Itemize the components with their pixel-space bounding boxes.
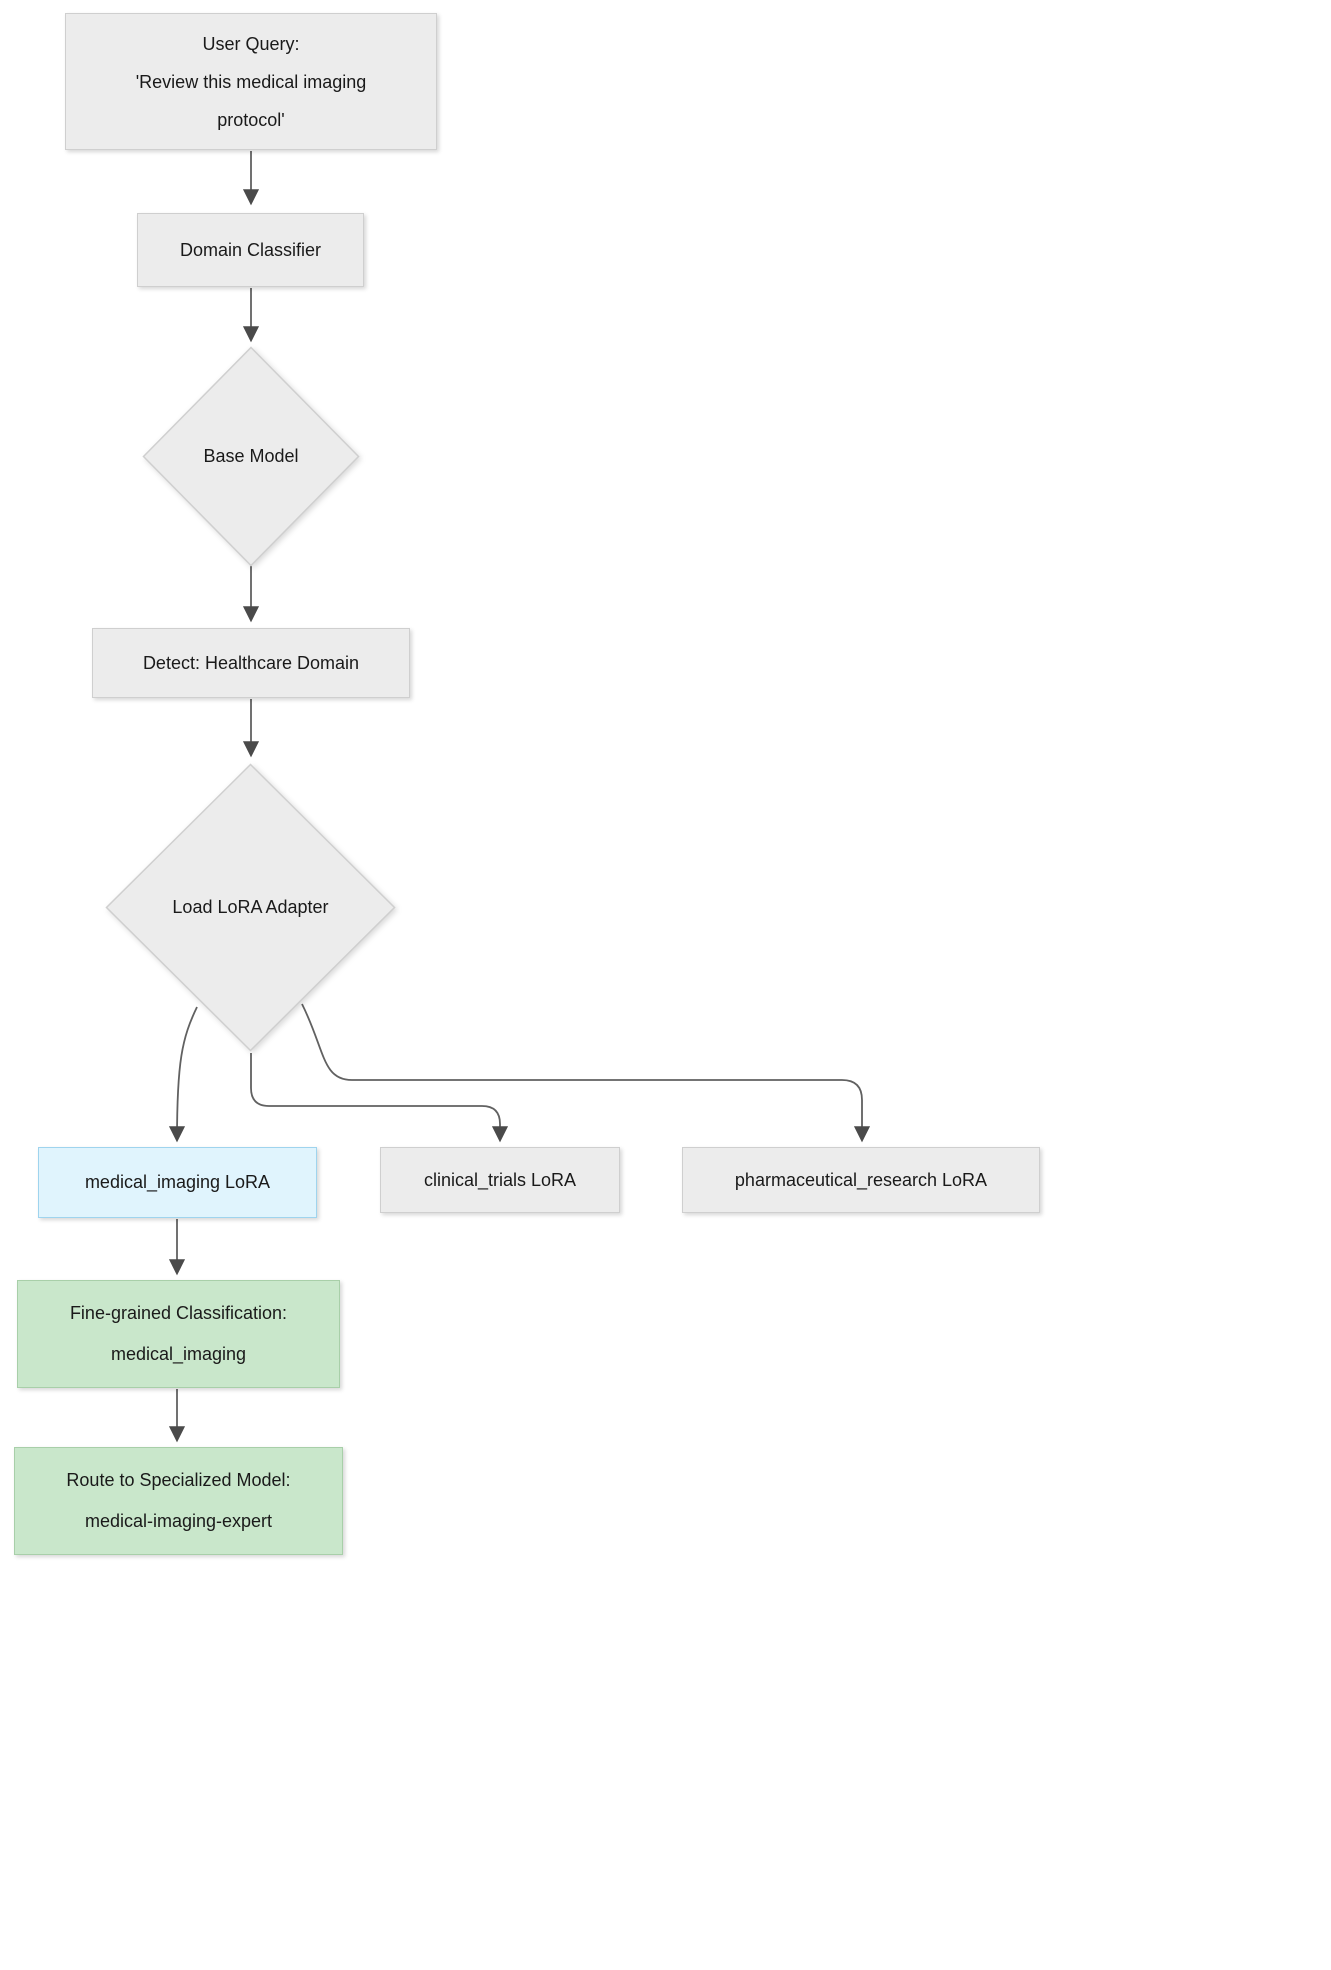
node-base-model: Base Model [142,346,360,567]
node-user-query-line: User Query: [202,33,300,54]
node-detect-healthcare-label: Detect: Healthcare Domain [142,652,360,673]
node-clinical-trials-lora: clinical_trials LoRA [380,1147,620,1213]
node-route-line: medical-imaging-expert [84,1511,273,1531]
node-domain-classifier: Domain Classifier [137,213,364,287]
node-medical-imaging-lora: medical_imaging LoRA [38,1147,317,1218]
node-user-query-line: protocol' [217,109,285,130]
node-pharmaceutical-research-lora-label: pharmaceutical_research LoRA [734,1169,988,1190]
node-fine-grained-line: medical_imaging [110,1344,247,1364]
node-route-to-specialized-model: Route to Specialized Model: medical-imag… [14,1447,343,1555]
node-load-lora-adapter: Load LoRA Adapter [105,763,396,1052]
node-fine-grained-classification: Fine-grained Classification: medical_ima… [17,1280,340,1388]
node-fine-grained-line: Fine-grained Classification: [69,1303,288,1323]
node-domain-classifier-label: Domain Classifier [179,239,322,260]
node-user-query: User Query: 'Review this medical imaging… [65,13,437,150]
node-route-line: Route to Specialized Model: [66,1470,291,1490]
node-load-lora-adapter-label: Load LoRA Adapter [172,897,329,918]
node-user-query-line: 'Review this medical imaging [135,71,367,92]
node-pharmaceutical-research-lora: pharmaceutical_research LoRA [682,1147,1040,1213]
node-detect-healthcare: Detect: Healthcare Domain [92,628,410,698]
node-medical-imaging-lora-label: medical_imaging LoRA [84,1172,271,1193]
diamond-shape [105,763,396,1052]
node-base-model-label: Base Model [203,446,299,467]
diamond-shape [142,346,360,567]
edge-load-lora-to-clinical-trials [250,1053,509,1143]
node-clinical-trials-lora-label: clinical_trials LoRA [423,1169,577,1190]
